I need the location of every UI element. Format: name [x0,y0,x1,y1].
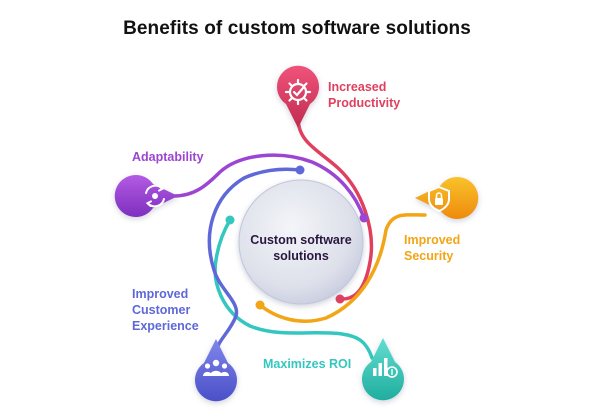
dot-productivity [335,294,345,304]
label-productivity: Increased Productivity [328,80,401,110]
label-roi: Maximizes ROI [263,357,352,371]
label-customer-experience: Improved Customer Experience [132,287,199,333]
node-customer-experience [195,339,238,402]
shield-lock-icon [428,185,450,213]
node-security [415,177,479,220]
node-adaptability [114,175,178,218]
connector-roi [213,218,374,360]
label-adaptability: Adaptability [132,150,204,164]
people-group-icon [203,359,229,376]
connector-customer-experience [207,167,302,354]
node-productivity [277,65,319,128]
node-roi [362,338,404,401]
center-circle [238,179,364,305]
gear-check-icon [284,78,312,106]
center-label: Custom software solutions [250,233,352,263]
connector-security [258,213,427,323]
dot-adaptability [359,213,369,223]
dot-roi [225,215,235,225]
dot-security [255,300,265,310]
label-security: Improved Security [404,233,461,263]
growth-chart-icon [373,358,398,378]
connector-adaptability [172,153,366,220]
connector-productivity [296,116,374,301]
dot-customer-experience [295,165,305,175]
page-title: Benefits of custom software solutions [123,18,471,39]
cycle-arrows-icon [145,184,165,208]
